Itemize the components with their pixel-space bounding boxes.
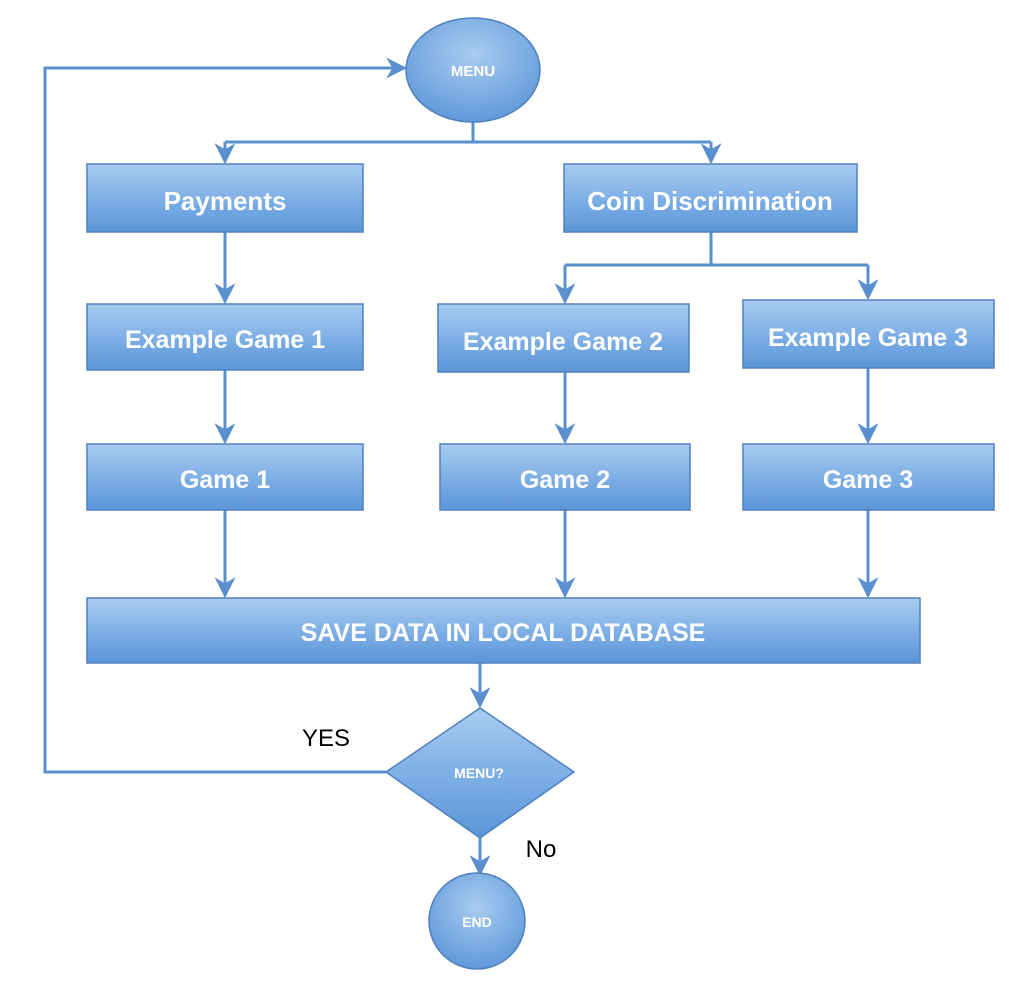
end-node: END (428, 872, 526, 970)
game-2-label: Game 2 (520, 466, 610, 494)
payments-node: Payments (86, 163, 364, 233)
menu-decision-label: MENU? (454, 765, 504, 781)
example-game-1-label: Example Game 1 (125, 326, 325, 354)
example-game-1-node: Example Game 1 (86, 303, 364, 371)
yes-edge-label: YES (302, 725, 350, 752)
connector-menu-split (225, 122, 711, 144)
connector-coin-split (565, 232, 868, 267)
game-3-label: Game 3 (823, 466, 913, 494)
game-1-node: Game 1 (86, 443, 364, 511)
coin-discrimination-node: Coin Discrimination (563, 163, 858, 233)
game-1-label: Game 1 (180, 466, 270, 494)
save-data-label: SAVE DATA IN LOCAL DATABASE (301, 619, 706, 647)
menu-node: MENU (405, 17, 541, 123)
end-label: END (462, 914, 492, 930)
game-3-node: Game 3 (742, 443, 995, 511)
connector-yes-loop (43, 57, 408, 774)
coin-discrimination-label: Coin Discrimination (587, 186, 833, 216)
payments-label: Payments (164, 186, 287, 216)
example-game-2-node: Example Game 2 (437, 303, 690, 373)
no-edge-label: No (526, 836, 557, 863)
menu-decision-node: MENU? (384, 707, 576, 839)
example-game-2-label: Example Game 2 (463, 328, 663, 356)
example-game-3-node: Example Game 3 (742, 299, 995, 369)
connectors (43, 57, 879, 877)
save-data-node: SAVE DATA IN LOCAL DATABASE (86, 597, 921, 664)
game-2-node: Game 2 (439, 443, 691, 511)
menu-label: MENU (451, 63, 495, 80)
example-game-3-label: Example Game 3 (768, 324, 968, 352)
